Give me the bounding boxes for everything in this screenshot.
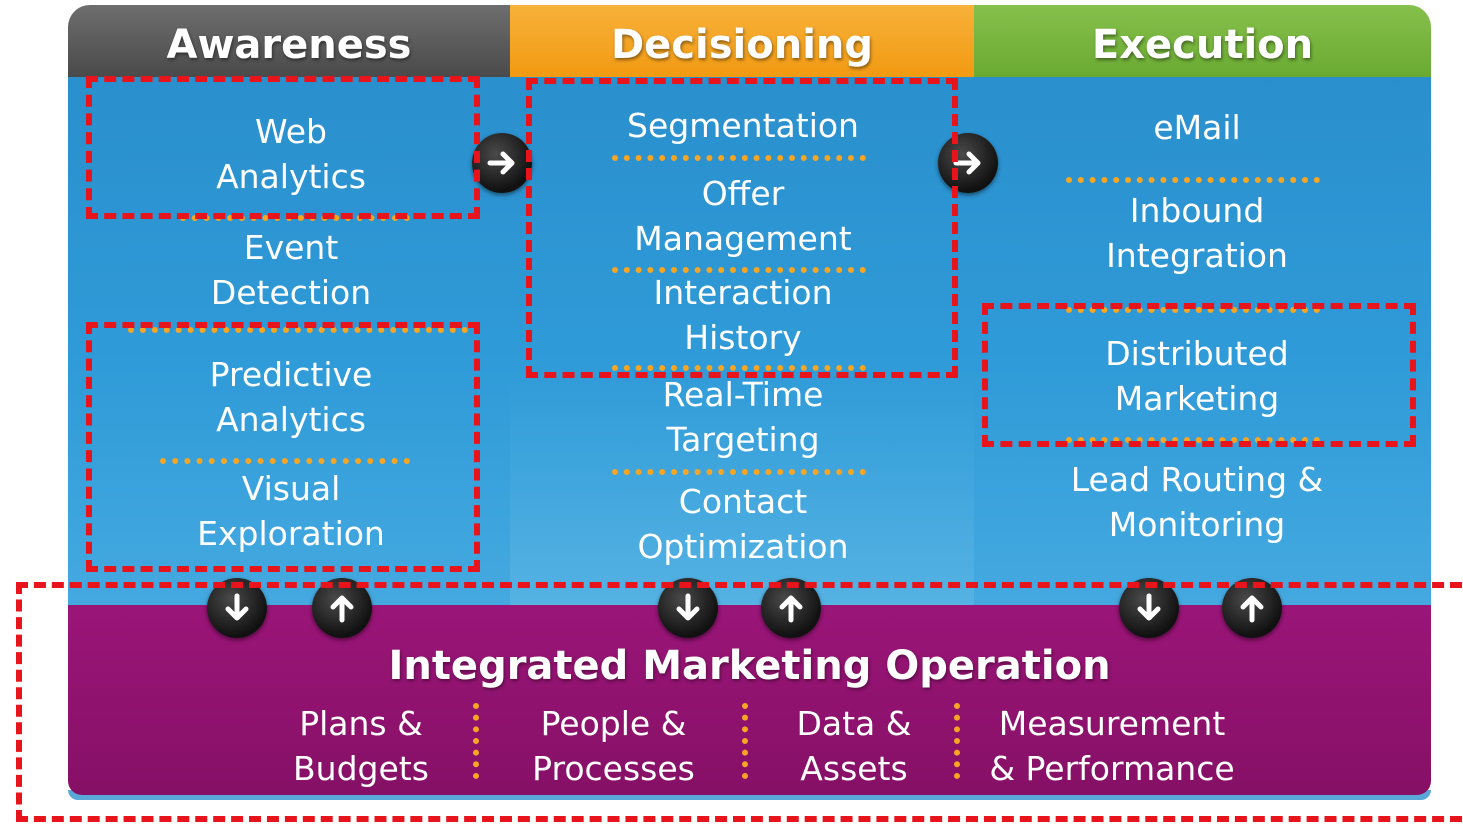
decisioning-title: Decisioning <box>610 22 874 68</box>
people-processes-item: People & Processes <box>532 704 695 788</box>
execution-title: Execution <box>1091 22 1314 68</box>
highlight-operation-bar <box>16 582 1462 822</box>
awareness-title: Awareness <box>166 22 412 68</box>
down-arrow-icon <box>207 578 267 638</box>
web-analytics-item: Web Analytics <box>216 112 366 196</box>
execution-header: Execution <box>974 5 1431 77</box>
highlight-predictive-visual <box>86 322 480 572</box>
email-item: eMail <box>1153 108 1241 147</box>
distributed-marketing-item: Distributed Marketing <box>1105 334 1289 418</box>
highlight-web-analytics <box>86 76 480 219</box>
up-arrow-icon <box>1222 578 1282 638</box>
down-arrow-icon <box>658 578 718 638</box>
event-detection-item: Event Detection <box>210 228 372 312</box>
separator-dots <box>742 703 748 779</box>
separator-dots <box>1066 437 1320 443</box>
decisioning-column: Decisioning Segmentation Offer Managemen… <box>510 5 974 605</box>
operation-bar: Integrated Marketing Operation Plans & B… <box>68 605 1431 795</box>
awareness-body <box>68 77 510 605</box>
inbound-integration-item: Inbound Integration <box>1106 191 1288 275</box>
data-assets-item: Data & Assets <box>796 704 912 788</box>
interaction-history-item: Interaction History <box>653 273 833 357</box>
decisioning-body <box>510 77 974 605</box>
up-arrow-icon <box>761 578 821 638</box>
highlight-decisioning-core <box>526 78 958 378</box>
execution-body <box>974 77 1431 605</box>
execution-column: Execution eMail Inbound Integration Dist… <box>974 5 1431 605</box>
highlight-distributed-marketing <box>982 303 1416 447</box>
separator-dots <box>612 155 866 161</box>
plans-budgets-item: Plans & Budgets <box>293 704 429 788</box>
operation-title: Integrated Marketing Operation <box>388 643 1111 689</box>
separator-dots <box>128 327 468 333</box>
segmentation-item: Segmentation <box>627 106 859 145</box>
right-arrow-icon <box>938 133 998 193</box>
predictive-analytics-item: Predictive Analytics <box>209 355 373 439</box>
measurement-performance-item: Measurement & Performance <box>989 704 1235 788</box>
down-arrow-icon <box>1119 578 1179 638</box>
separator-dots <box>612 469 866 475</box>
separator-dots <box>612 267 866 273</box>
right-arrow-icon <box>472 133 532 193</box>
decisioning-header: Decisioning <box>510 5 974 77</box>
separator-dots <box>1066 177 1320 183</box>
separator-dots <box>954 703 960 779</box>
contact-optimization-item: Contact Optimization <box>637 482 849 566</box>
separator-dots <box>1066 307 1320 313</box>
offer-management-item: Offer Management <box>634 174 852 258</box>
separator-dots <box>473 703 479 779</box>
up-arrow-icon <box>312 578 372 638</box>
awareness-header: Awareness <box>68 5 510 77</box>
awareness-column: Awareness Web Analytics Event Detection … <box>68 5 510 605</box>
separator-dots <box>160 458 410 464</box>
lead-routing-monitoring-item: Lead Routing & Monitoring <box>1070 460 1324 544</box>
real-time-targeting-item: Real-Time Targeting <box>662 375 824 459</box>
separator-dots <box>612 365 866 371</box>
operation-bar-shadow <box>68 790 1431 800</box>
visual-exploration-item: Visual Exploration <box>197 469 385 553</box>
